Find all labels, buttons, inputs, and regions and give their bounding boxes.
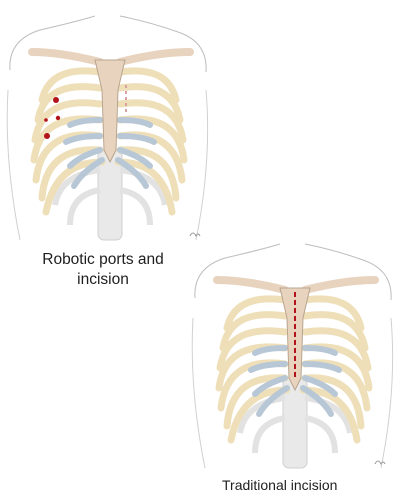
port-marker [44, 133, 50, 139]
caption-line-1: Robotic ports and [42, 251, 164, 268]
robotic-port-markers [44, 97, 61, 139]
artist-signature [189, 232, 201, 238]
ribcage-drawing-top [6, 15, 209, 241]
port-marker [44, 118, 48, 122]
robotic-ports-illustration [0, 0, 215, 248]
port-marker [53, 97, 59, 103]
left-clavicle [28, 48, 104, 66]
caption-traditional-incision: Traditional incision [222, 477, 338, 493]
sternum [94, 59, 126, 164]
ribcage-drawing-bottom [191, 243, 394, 469]
body-outline [9, 15, 207, 73]
caption-robotic-ports: Robotic ports and incision [18, 250, 188, 290]
port-marker [55, 115, 61, 121]
traditional-incision-illustration [185, 228, 400, 476]
right-clavicle [116, 48, 194, 66]
caption-line-2: incision [77, 271, 129, 288]
